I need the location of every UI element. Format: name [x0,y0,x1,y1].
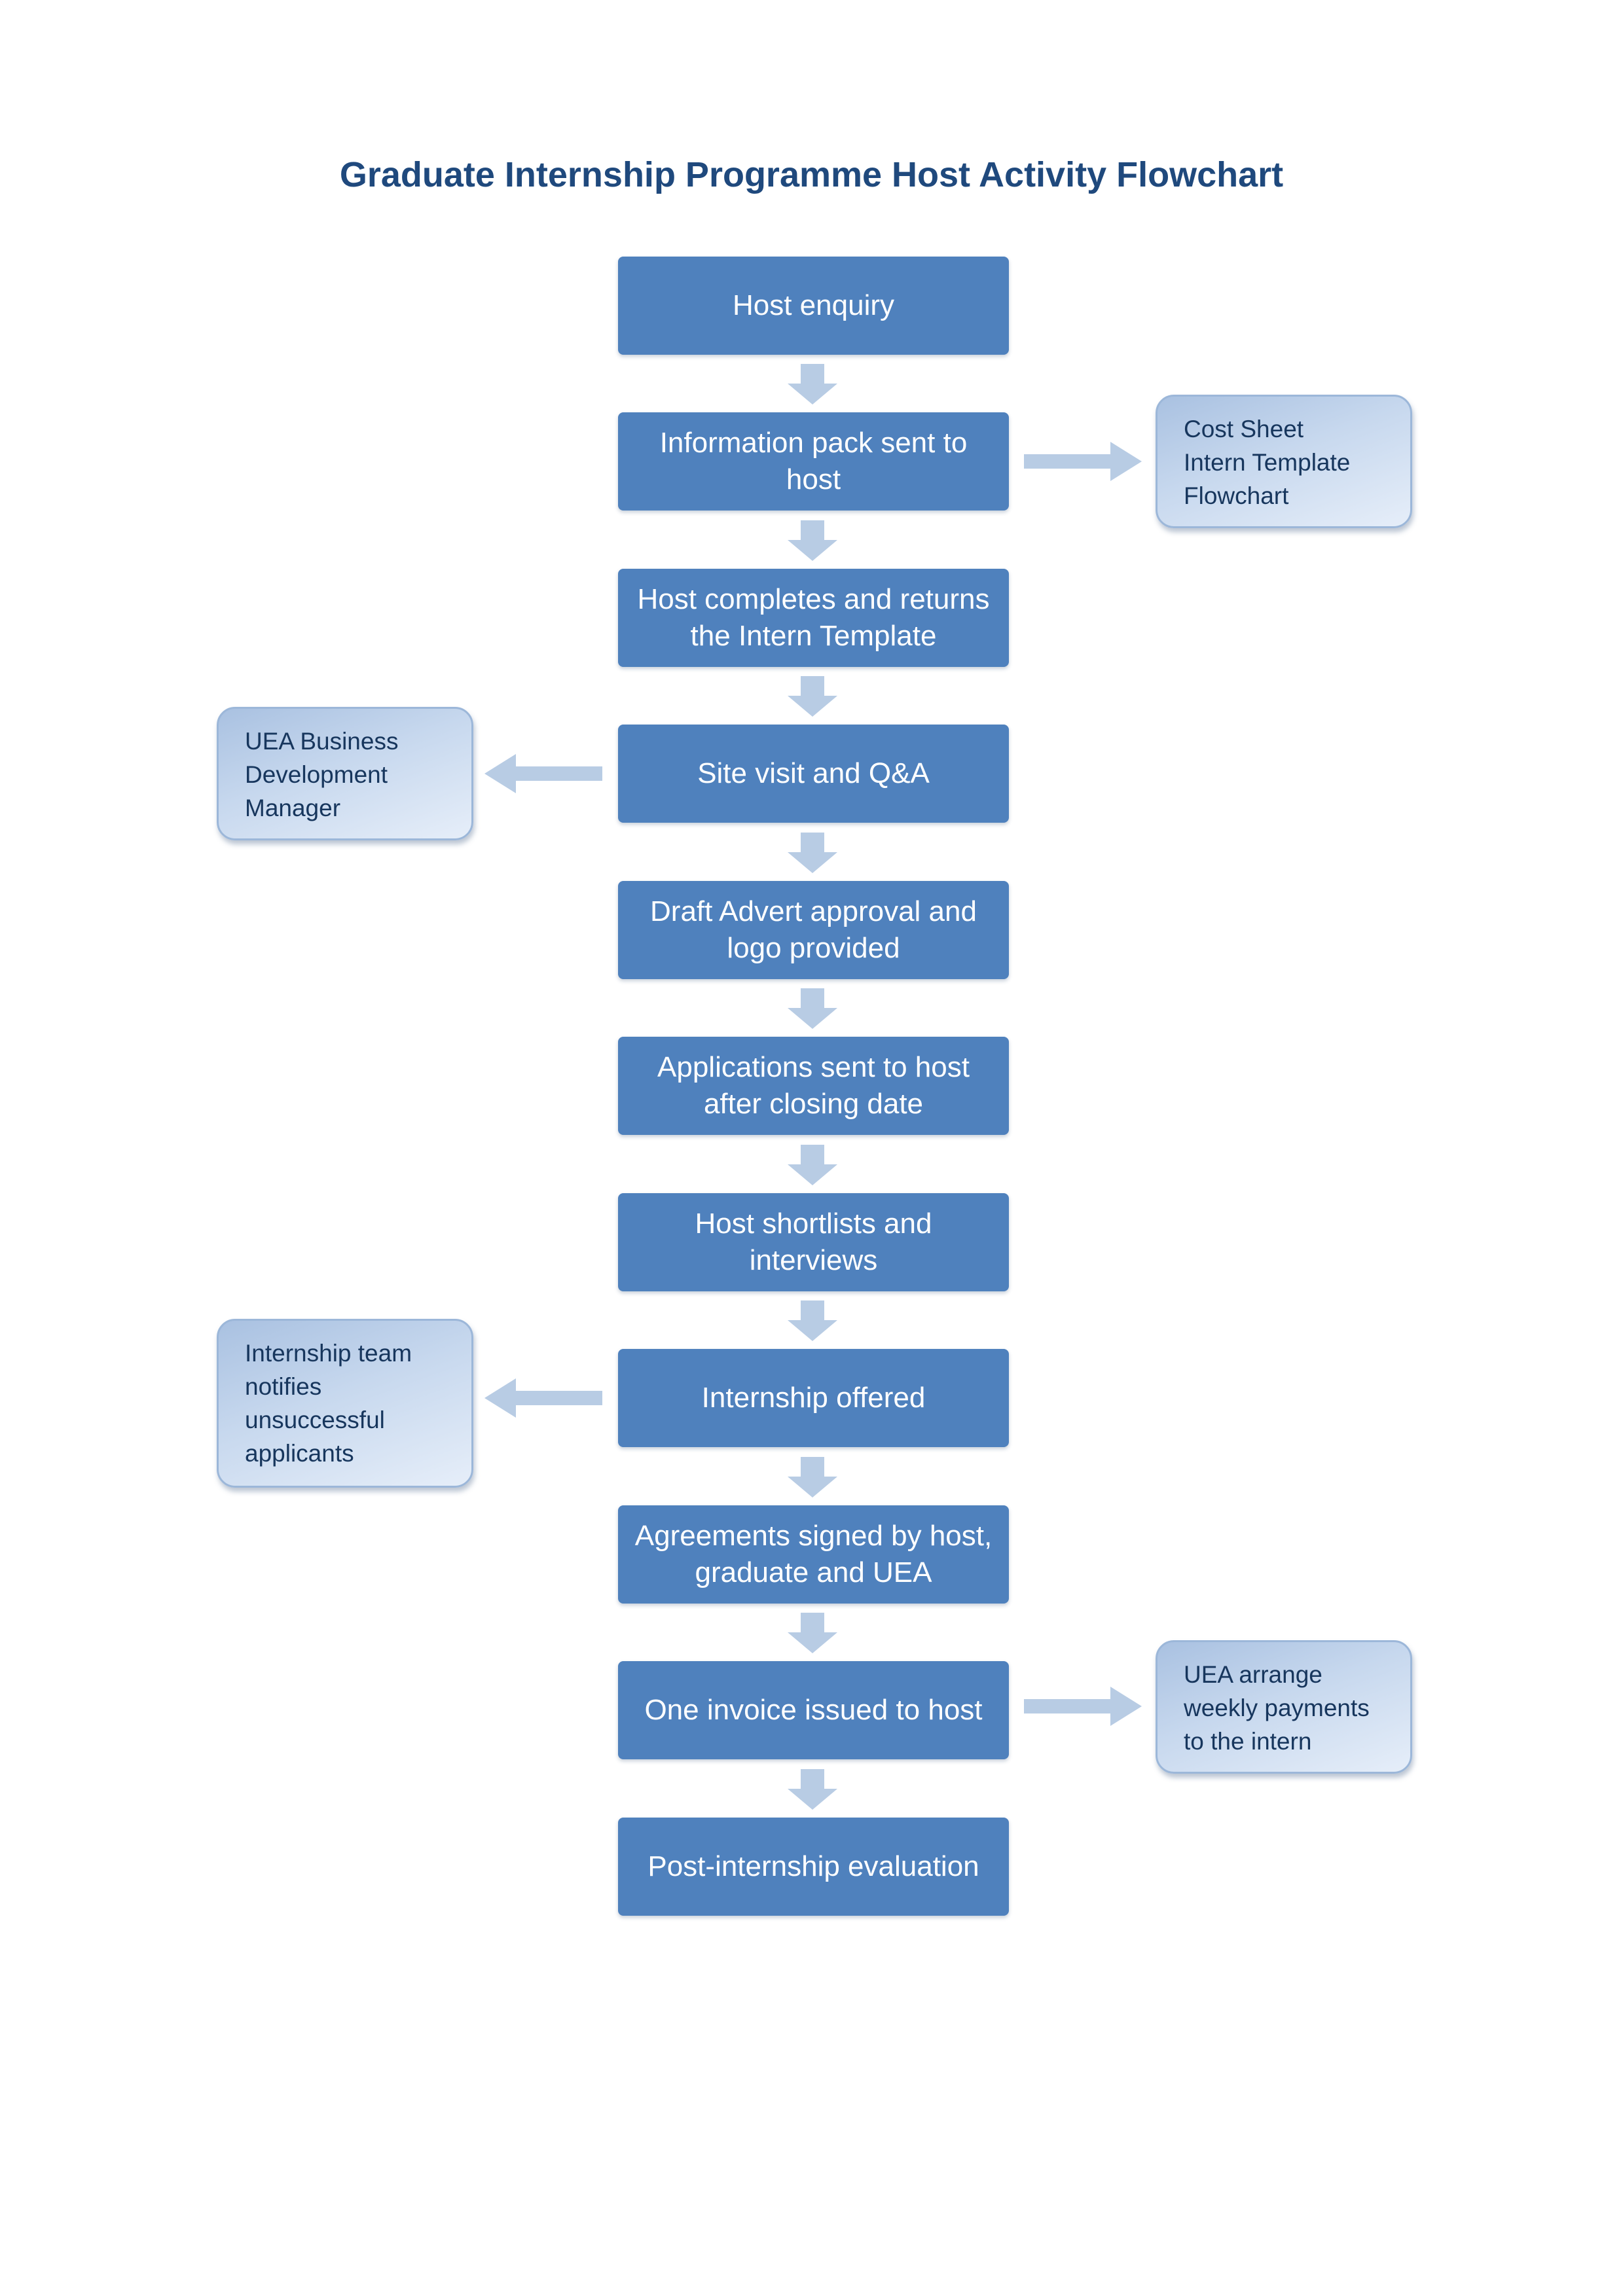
note-text: Manager [245,795,341,821]
note-text: UEA Business [245,728,399,755]
step-applications-sent: Applications sent to host after closing d… [618,1037,1009,1135]
step-text: Site visit and Q&A [697,757,930,789]
arrow-right-icon [1024,1687,1142,1726]
step-text: Agreements signed by host, [634,1520,993,1552]
step-draft-advert: Draft Advert approval and logo provided [618,881,1009,979]
note-text: notifies [245,1373,322,1400]
note-text: Internship team [245,1340,412,1367]
arrow-down-icon [788,1613,837,1653]
arrow-down-icon [788,676,837,717]
step-text: after closing date [703,1088,924,1120]
step-text: the Intern Template [690,620,937,652]
note-text: to the intern [1184,1728,1312,1755]
note-site-visit-contact: UEA Business Development Manager [217,707,473,840]
step-text: graduate and UEA [695,1556,932,1588]
arrow-down-icon [788,1457,837,1498]
note-text: UEA arrange [1184,1661,1322,1688]
arrow-right-icon [1024,442,1142,481]
note-text: Cost Sheet [1184,416,1304,442]
step-text: Host enquiry [732,289,894,321]
step-information-pack: Information pack sent to host [618,412,1009,511]
step-text: Host completes and returns [637,583,990,615]
arrow-down-icon [788,988,837,1029]
arrow-down-icon [788,520,837,561]
step-text: Host shortlists and [695,1208,932,1240]
step-text: Draft Advert approval and [650,895,977,927]
step-text: Applications sent to host [657,1051,970,1083]
note-unsuccessful-applicants: Internship team notifies unsuccessful ap… [217,1319,473,1488]
note-text: applicants [245,1440,354,1467]
step-text: host [786,463,841,495]
step-site-visit: Site visit and Q&A [618,725,1009,823]
arrow-down-icon [788,1145,837,1185]
arrow-down-icon [788,1769,837,1810]
step-text: One invoice issued to host [644,1694,983,1726]
arrow-down-icon [788,1300,837,1341]
step-text: Post-internship evaluation [647,1850,979,1882]
arrow-down-icon [788,364,837,404]
step-agreements-signed: Agreements signed by host, graduate and U… [618,1505,1009,1604]
step-invoice-issued: One invoice issued to host [618,1661,1009,1759]
step-internship-offered: Internship offered [618,1349,1009,1447]
page-title: Graduate Internship Programme Host Activ… [339,155,1284,194]
arrow-left-icon [484,754,602,793]
arrow-left-icon [484,1378,602,1418]
step-host-completes-template: Host completes and returns the Intern Tem… [618,569,1009,667]
step-post-internship-evaluation: Post-internship evaluation [618,1818,1009,1916]
note-weekly-payments: UEA arrange weekly payments to the inter… [1156,1640,1412,1774]
note-text: Intern Template [1184,449,1351,476]
step-host-enquiry: Host enquiry [618,257,1009,355]
step-host-shortlists: Host shortlists and interviews [618,1193,1009,1291]
step-text: interviews [749,1244,878,1276]
step-text: logo provided [727,932,900,964]
note-text: weekly payments [1184,1695,1370,1721]
note-text: Development [245,761,388,788]
note-information-pack-contents: Cost Sheet Intern Template Flowchart [1156,395,1412,528]
note-text: Flowchart [1184,482,1289,509]
step-text: Information pack sent to [659,427,968,459]
note-text: unsuccessful [245,1407,385,1433]
arrow-down-icon [788,833,837,873]
step-text: Internship offered [701,1382,926,1414]
